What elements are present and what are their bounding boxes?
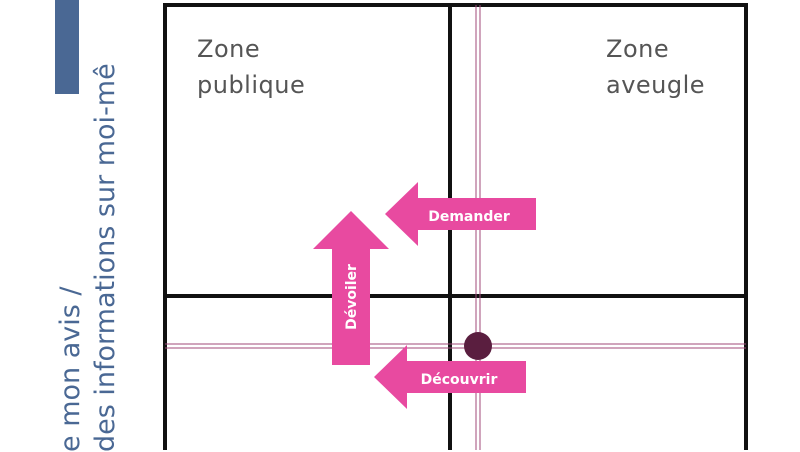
- divider-handle[interactable]: [464, 332, 492, 360]
- ask-arrow: Demander: [385, 182, 536, 246]
- zone-public-line1: Zone: [197, 35, 261, 63]
- discover-arrow-label: Découvrir: [421, 372, 498, 388]
- discover-arrow: Découvrir: [374, 345, 526, 409]
- zone-public-line2: publique: [197, 71, 306, 99]
- window-frame: [163, 3, 748, 450]
- zone-blind-label: Zone aveugle: [606, 31, 705, 103]
- ask-arrow-label: Demander: [428, 209, 510, 225]
- zone-blind-line1: Zone: [606, 35, 670, 63]
- zone-public-label: Zone publique: [197, 31, 305, 103]
- zone-blind-line2: aveugle: [606, 71, 706, 99]
- reveal-arrow: Dévoiler: [313, 211, 389, 365]
- reveal-arrow-label: Dévoiler: [344, 264, 360, 330]
- accent-bar: [55, 0, 79, 94]
